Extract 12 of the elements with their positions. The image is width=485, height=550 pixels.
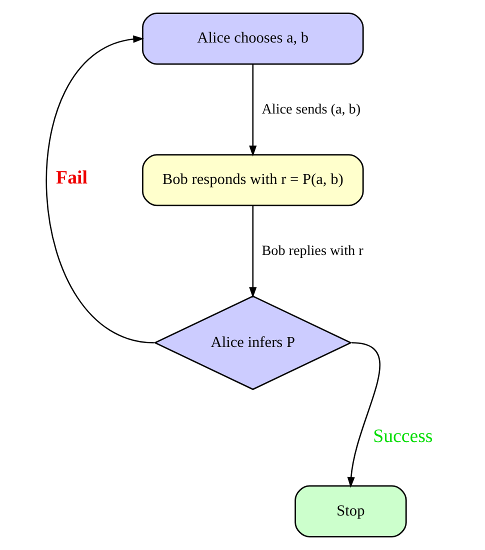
- edge-label: Alice sends (a, b): [261, 102, 360, 118]
- arrow: [248, 64, 256, 156]
- edge-label: Fail: [56, 167, 87, 188]
- node-diamond: Alice infers P: [152, 295, 352, 390]
- edge-label: Success: [372, 426, 432, 448]
- node-box: Alice chooses a, b: [141, 12, 364, 65]
- arrow: [346, 342, 380, 488]
- node-box: Stop: [294, 485, 406, 538]
- arrow: [46, 35, 154, 344]
- edge-label: Bob replies with r: [261, 243, 363, 260]
- node-box: Bob responds with r = P(a, b): [141, 154, 364, 206]
- arrow: [248, 206, 256, 298]
